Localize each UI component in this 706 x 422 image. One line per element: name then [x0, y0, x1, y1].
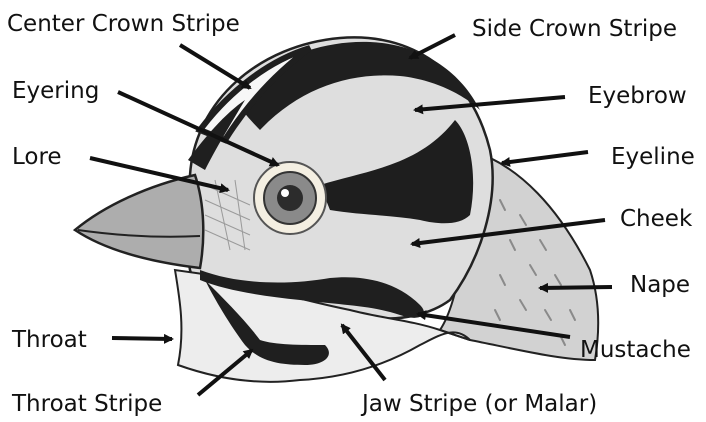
label-cheek: Cheek [620, 208, 692, 231]
label-nape: Nape [630, 274, 690, 297]
arrow-eyeline [502, 152, 588, 163]
label-eyering: Eyering [12, 80, 99, 103]
eye [254, 162, 326, 234]
label-throat: Throat [12, 329, 87, 352]
label-lore: Lore [12, 146, 62, 169]
label-mustache: Mustache [580, 339, 691, 362]
label-throat-stripe: Throat Stripe [12, 393, 162, 416]
label-eyebrow: Eyebrow [588, 85, 687, 108]
label-jaw-stripe: Jaw Stripe (or Malar) [362, 393, 597, 416]
label-center-crown-stripe: Center Crown Stripe [7, 13, 240, 36]
label-eyeline: Eyeline [611, 146, 695, 169]
beak-shape [75, 175, 203, 268]
label-side-crown-stripe: Side Crown Stripe [472, 18, 677, 41]
arrow-center-crown-stripe [180, 45, 250, 88]
arrow-side-crown-stripe [410, 35, 455, 58]
arrow-nape [540, 287, 612, 288]
arrow-throat [112, 338, 172, 339]
